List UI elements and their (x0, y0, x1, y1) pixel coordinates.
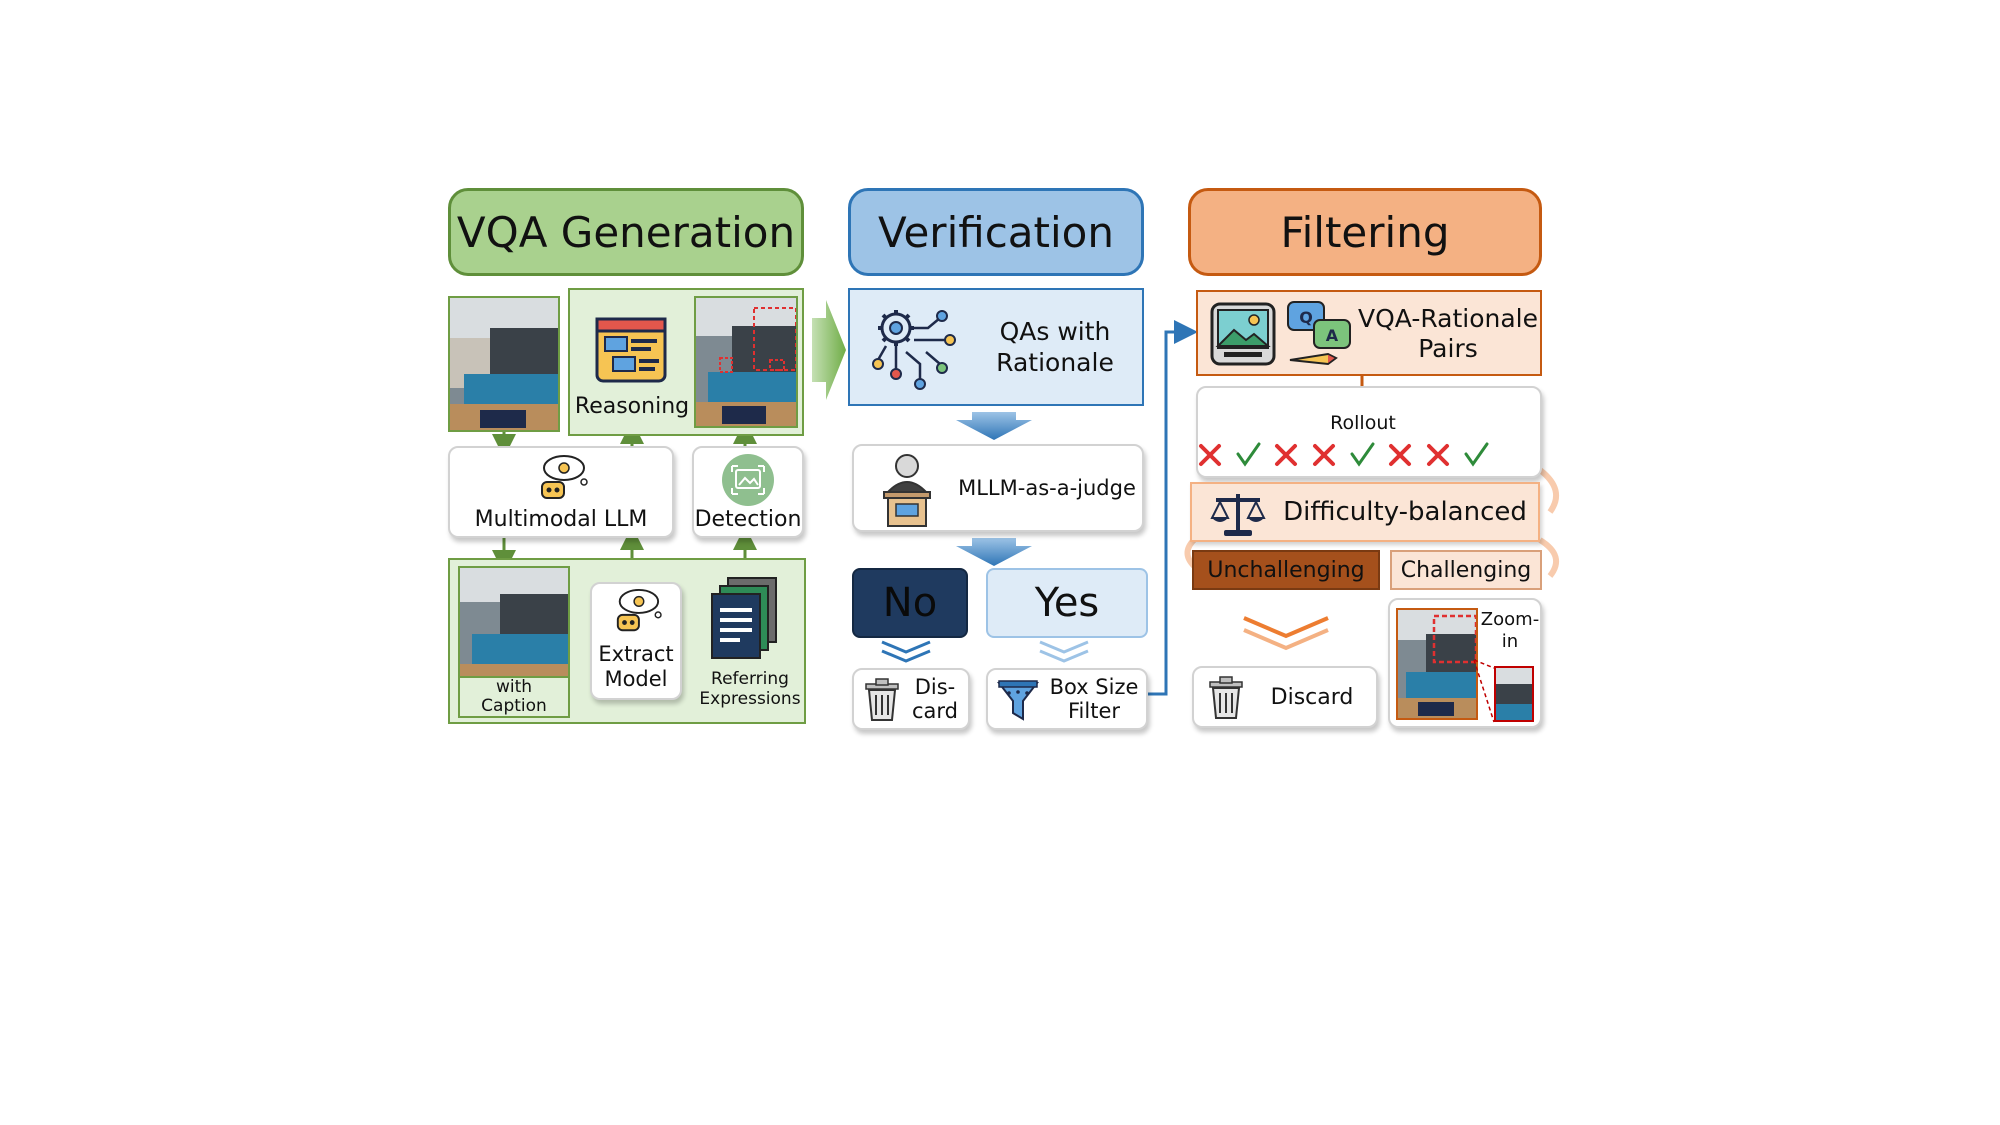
box-size-filter-label: Box Size Filter (1049, 674, 1139, 723)
orange-chevron-2 (1243, 628, 1329, 651)
qas-with-rationale-label: QAs with Rationale (996, 316, 1114, 377)
header-vqa-generation-text: VQA Generation (456, 207, 796, 257)
cross-icon (1275, 444, 1297, 466)
no-box: No (852, 568, 968, 638)
challenging-box: Challenging (1390, 550, 1542, 590)
robot-thinking-icon (534, 454, 590, 504)
multimodal-llm-box: Multimodal LLM (448, 446, 674, 538)
blue-down-arrow-2 (956, 538, 1032, 566)
filtering-discard-label: Discard (1270, 684, 1354, 710)
zoom-source-photo (1396, 608, 1478, 720)
connector-filter-to-pairs (1146, 320, 1198, 696)
filtering-discard-box: Discard (1192, 666, 1378, 728)
svg-text:A: A (1326, 326, 1339, 345)
rollout-label: Rollout (1328, 410, 1398, 436)
room-photo-detected (694, 296, 798, 428)
room-image (450, 298, 558, 430)
robot-extract-icon (610, 588, 664, 636)
yes-box: Yes (986, 568, 1148, 638)
header-filtering: Filtering (1188, 188, 1542, 276)
check-icon (1236, 442, 1261, 467)
zoom-in-label: Zoom- in (1480, 609, 1540, 652)
yes-label: Yes (1034, 580, 1100, 626)
verification-discard-label: Dis- card (911, 674, 958, 723)
funnel-icon (996, 678, 1040, 724)
room-photo-top-left (448, 296, 560, 432)
reasoning-icon (576, 310, 686, 390)
cross-icon (1427, 444, 1449, 466)
multimodal-llm-label: Multimodal LLM (474, 507, 648, 533)
svg-text:Q: Q (1299, 308, 1313, 327)
unchallenging-box: Unchallenging (1192, 550, 1380, 590)
cross-icon (1313, 444, 1335, 466)
image-frame-icon (1210, 302, 1276, 366)
chevron-yes-2 (1039, 649, 1089, 663)
curve-right-bottom (1538, 537, 1560, 578)
chevron-no-1 (881, 640, 931, 654)
room-photo-caption (458, 566, 570, 718)
document-stack-icon (710, 576, 780, 662)
trash-icon (1206, 676, 1246, 720)
reasoning-label: Reasoning (574, 394, 690, 420)
trash-icon (862, 678, 902, 722)
verification-discard-box: Dis- card (852, 668, 970, 730)
zoom-in-box: Zoom- in (1388, 598, 1542, 728)
with-caption-label: with Caption (458, 676, 570, 718)
qa-chat-icon: Q A (1284, 298, 1354, 372)
chevron-no-2 (881, 649, 931, 663)
detection-label: Detection (694, 507, 802, 533)
difficulty-balanced-label: Difficulty-balanced (1283, 497, 1527, 527)
curve-right-top (1538, 467, 1560, 514)
orange-chevron-1 (1243, 616, 1329, 639)
unchallenging-label: Unchallenging (1207, 557, 1365, 583)
circuit-brain-icon (870, 302, 962, 394)
difficulty-balanced-box: Difficulty-balanced (1190, 482, 1540, 542)
header-vqa-generation: VQA Generation (448, 188, 804, 276)
judge-podium-icon (876, 452, 938, 528)
detection-icon (720, 454, 776, 506)
judge-label: MLLM-as-a-judge (958, 476, 1136, 500)
judge-box: MLLM-as-a-judge (852, 444, 1144, 532)
zoomed-crop (1494, 666, 1534, 722)
box-size-filter-box: Box Size Filter (986, 668, 1148, 730)
green-chevron-arrow (812, 300, 846, 400)
extract-model-label: Extract Model (598, 641, 674, 691)
rollout-results (1196, 440, 1542, 472)
cross-icon (1389, 444, 1411, 466)
vqa-rationale-pairs-label: VQA-Rationale Pairs (1357, 304, 1539, 363)
challenging-label: Challenging (1400, 557, 1532, 583)
blue-down-arrow-1 (956, 412, 1032, 440)
qas-with-rationale-box: QAs with Rationale (848, 288, 1144, 406)
caption-room-image (460, 568, 568, 680)
zoom-lines (1473, 659, 1495, 723)
detection-box: Detection (692, 446, 804, 538)
header-verification-text: Verification (878, 207, 1114, 257)
header-filtering-text: Filtering (1280, 207, 1450, 257)
check-icon (1350, 442, 1375, 467)
check-icon (1464, 442, 1489, 467)
header-verification: Verification (848, 188, 1144, 276)
referring-expressions-label: Referring Expressions (699, 669, 801, 709)
cross-icon (1199, 444, 1221, 466)
extract-model-box: Extract Model (590, 582, 682, 700)
chevron-yes-1 (1039, 640, 1089, 654)
no-label: No (882, 580, 938, 626)
vqa-rationale-pairs-box: Q A VQA-Rationale Pairs (1196, 290, 1542, 376)
balance-scale-icon (1210, 488, 1266, 538)
detected-room-image (696, 298, 796, 426)
